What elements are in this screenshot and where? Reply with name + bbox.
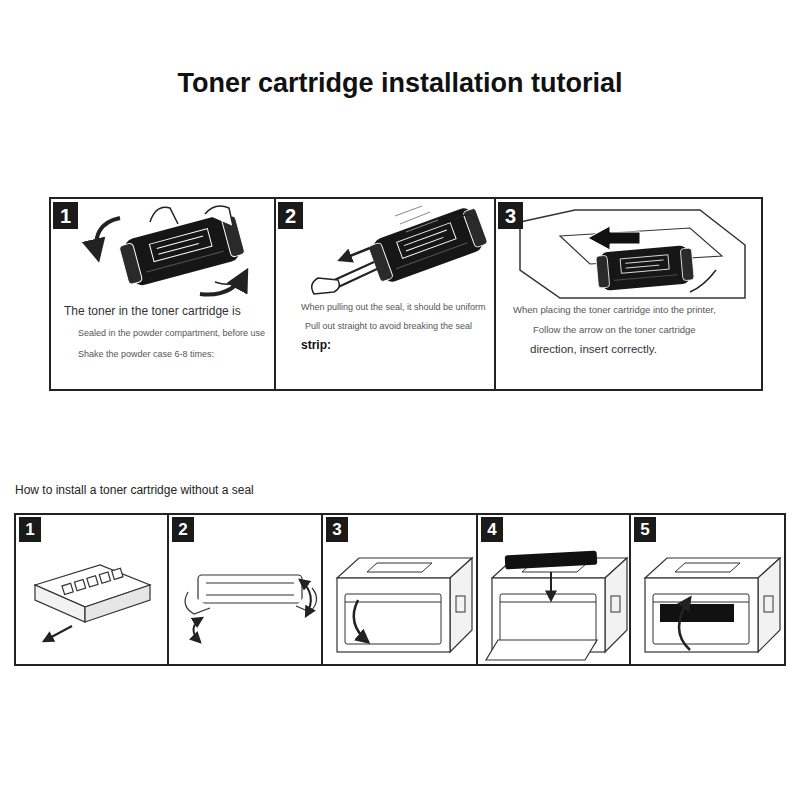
step-number: 1 (53, 202, 78, 229)
step-panel: When placing the toner cartridge into th… (495, 198, 762, 390)
step-number: 4 (481, 517, 503, 542)
printer-illustration (645, 558, 780, 652)
step-number-text: 1 (60, 206, 71, 226)
instruction-text: When pulling out the seal, it should be … (301, 302, 489, 313)
instruction-text: strip: (301, 338, 489, 353)
section-heading: How to install a toner cartridge without… (15, 483, 254, 497)
seal-illustration (312, 204, 490, 294)
printer-illustration (486, 551, 627, 660)
step-number-text: 5 (640, 521, 649, 538)
step-number: 3 (326, 517, 348, 542)
step-number-text: 1 (25, 521, 34, 538)
printer-illustration (337, 558, 472, 652)
step-number: 1 (19, 517, 41, 542)
panel-frame (15, 198, 785, 665)
instruction-text: The toner in the toner cartridge is (64, 304, 269, 319)
step-panel: When pulling out the seal, it should be … (275, 198, 495, 390)
step-number-text: 3 (505, 206, 516, 226)
insert-illustration (520, 210, 745, 298)
step-number: 3 (498, 202, 523, 229)
step-number-text: 4 (487, 521, 496, 538)
step-number-text: 2 (178, 521, 187, 538)
instruction-text: Follow the arrow on the toner cartridge (533, 324, 756, 336)
instruction-text: When placing the toner cartridge into th… (513, 304, 756, 316)
instruction-text: Sealed in the powder compartment, before… (78, 328, 269, 339)
shake-illustration (96, 206, 246, 295)
step-number-text: 2 (285, 206, 296, 226)
text-block: When placing the toner cartridge into th… (495, 304, 756, 356)
text-block: When pulling out the seal, it should be … (275, 302, 489, 353)
page-title: Toner cartridge installation tutorial (0, 68, 800, 99)
step-number: 2 (278, 202, 303, 229)
remove-strip-illustration (35, 565, 150, 641)
instruction-text: Pull out straight to avoid breaking the … (305, 321, 489, 332)
text-block: The toner in the toner cartridge is Seale… (50, 304, 269, 361)
step-number: 5 (634, 517, 656, 542)
step-number-text: 3 (332, 521, 341, 538)
instruction-text: direction, insert correctly. (530, 342, 756, 356)
step-panel: The toner in the toner cartridge is Seale… (50, 198, 275, 390)
instruction-text: Shake the powder case 6-8 times: (78, 349, 269, 360)
shake-illustration (185, 575, 316, 642)
step-number: 2 (172, 517, 194, 542)
